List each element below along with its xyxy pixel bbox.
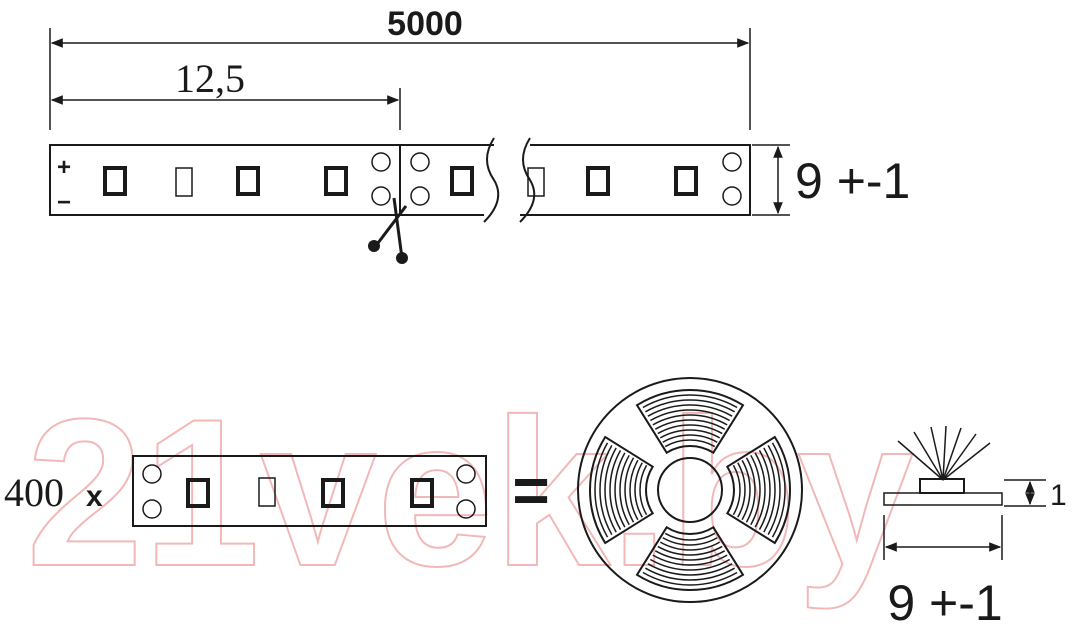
reel-winding-arc [624,457,635,523]
reel-winding-arc [609,449,622,531]
reel-window [725,435,791,545]
profile-width-label: 9 +-1 [887,575,1002,624]
solder-pad [142,499,162,519]
led-chip [674,166,698,196]
reel-winding-arc [758,449,771,531]
reel-winding-arc [645,567,735,581]
light-beam-icon [897,425,991,481]
solder-pad [456,499,476,519]
led-chip [103,166,127,196]
width-dimension [752,144,790,216]
led-chip [450,166,474,196]
led-chip [586,166,610,196]
top-strip-leds [103,166,698,197]
reel-winding-arc [614,452,626,528]
reel-windings [589,389,791,591]
reel-winding-arc [657,424,723,435]
total-length-label: 5000 [387,5,463,43]
reel-winding-arc [741,459,751,521]
quantity-multiplier: x [86,480,103,513]
reel-icon [577,377,803,603]
reel-winding-arc [649,409,731,422]
minus-sign: − [57,189,71,216]
reel-winding-arc [647,563,733,576]
reel-winding-arc [659,541,721,551]
reel-winding-arc [652,414,728,426]
height-label: 1 [1050,479,1067,512]
solder-pad [456,464,476,484]
width-label: 9 +-1 [795,153,910,209]
led-chip [175,167,193,197]
strip-profile [883,478,1003,506]
reel-window [589,435,655,545]
reel-winding-arc [662,537,718,546]
plus-sign: + [57,154,71,181]
segment-length-dimension [50,88,401,130]
reel-winding-arc [599,445,613,535]
height-dimension [1004,479,1046,507]
reel-winding-arc [664,439,716,448]
reel-winding-arc [662,434,718,443]
top-strip-pads [371,152,742,206]
reel-winding-arc [664,532,716,541]
reel-winding-arc [642,394,738,409]
reel-winding-arc [604,447,617,533]
equals-sign: = [512,454,549,526]
reel-winding-arc [629,459,639,521]
reel-winding-arc [634,462,643,518]
solder-pad [371,186,391,206]
reel-winding-arc [659,429,721,439]
reel-window [635,389,745,455]
solder-pad [142,464,162,484]
led-chip [236,166,260,196]
reel-winding-arc [649,558,731,571]
led-chip [527,167,545,197]
reel-winding-arc [654,419,726,430]
total-length-dimension [49,28,751,130]
reel-winding-arc [745,457,756,523]
reel-winding-arc [642,571,738,586]
reel-winding-arc [763,447,776,533]
solder-pad [410,152,430,172]
solder-pad [722,186,742,206]
reel-winding-arc [619,454,630,526]
led-chip [324,166,348,196]
reel-winding-arc [737,462,746,518]
solder-pad [410,186,430,206]
led-strip-top [49,137,751,223]
led-segment [132,455,487,527]
reel-winding-arc [654,550,726,561]
led-chip [258,477,276,507]
reel-window [635,525,745,591]
solder-pad [371,152,391,172]
reel-winding-arc [647,404,733,417]
reel-winding-arc [657,545,723,556]
reel-winding-arc [767,445,781,535]
solder-pad [722,152,742,172]
led-chip [186,478,210,508]
reel-winding-arc [732,464,741,516]
quantity-count: 400 [4,470,64,515]
reel-winding-arc [652,554,728,566]
reel-winding-arc [771,442,786,538]
led-chip [321,478,345,508]
reel-winding-arc [750,454,761,526]
segment-length-label: 12,5 [175,56,245,101]
reel-winding-arc [639,464,648,516]
scissors-icon [368,197,408,264]
reel-winding-arc [645,399,735,413]
profile-width-dimension [883,515,1003,560]
reel-winding-arc [754,452,766,528]
reel-winding-arc [594,442,609,538]
led-chip [410,478,434,508]
